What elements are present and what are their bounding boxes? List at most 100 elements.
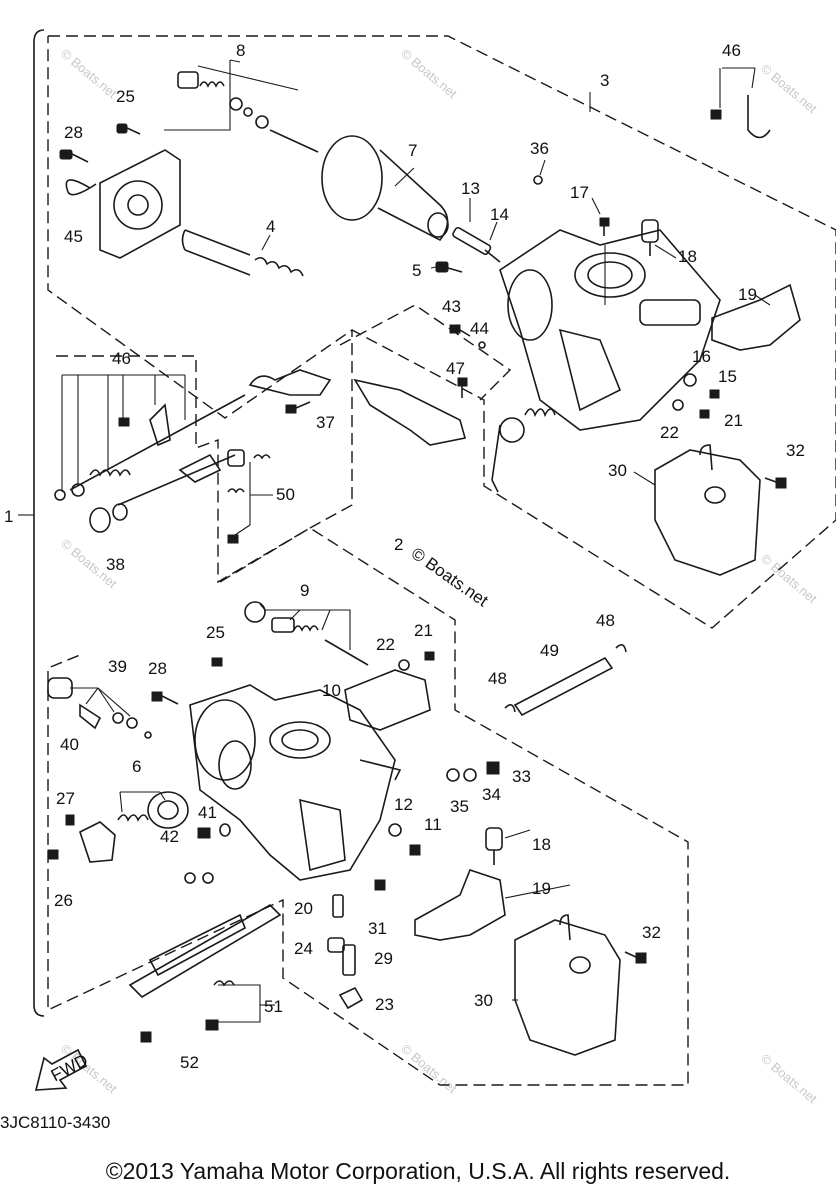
callout-4: 4 bbox=[266, 217, 275, 236]
callout-48-left: 48 bbox=[488, 669, 507, 688]
callout-46-lower: 46 bbox=[112, 349, 131, 368]
callout-29: 29 bbox=[374, 949, 393, 968]
callout-28-lower: 28 bbox=[148, 659, 167, 678]
callout-5: 5 bbox=[412, 261, 421, 280]
callout-34: 34 bbox=[482, 785, 501, 804]
callout-2-watermark: © Boats.net bbox=[408, 544, 492, 611]
upper-linkage-arm bbox=[248, 369, 332, 396]
part-52-screw bbox=[140, 1031, 152, 1043]
callout-18-upper: 18 bbox=[678, 247, 697, 266]
callout-14: 14 bbox=[490, 205, 509, 224]
part-19-lever-lower bbox=[414, 869, 506, 941]
callout-24: 24 bbox=[294, 939, 313, 958]
watermark-1: © Boats.net bbox=[58, 46, 120, 102]
assembly-bracket bbox=[33, 29, 45, 1017]
callout-13: 13 bbox=[461, 179, 480, 198]
part-7-diaphragm-piston bbox=[321, 135, 449, 242]
part-25-screw bbox=[116, 123, 141, 135]
part-cover-plate bbox=[99, 149, 181, 259]
part-39-pilot-screw bbox=[79, 703, 152, 739]
part-25-screw-lower bbox=[211, 657, 223, 667]
callout-12: 12 bbox=[394, 795, 413, 814]
part-21-22-lower-fasteners bbox=[398, 651, 435, 671]
copyright-notice: ©2013 Yamaha Motor Corporation, U.S.A. A… bbox=[105, 1158, 731, 1184]
part-45-clip bbox=[65, 179, 97, 196]
callout-2: 2 bbox=[394, 535, 403, 554]
part-43-44-screw bbox=[449, 324, 486, 349]
part-40-cap bbox=[47, 677, 73, 699]
watermark-8: © Boats.net bbox=[758, 1051, 820, 1107]
callout-35: 35 bbox=[450, 797, 469, 816]
group-2-outline bbox=[47, 527, 689, 1086]
callout-44: 44 bbox=[470, 319, 489, 338]
callout-28-upper: 28 bbox=[64, 123, 83, 142]
part-23-plug bbox=[338, 986, 364, 1010]
part-18-valve-lower bbox=[485, 827, 503, 865]
part-33-34-35 bbox=[446, 761, 500, 782]
part-31-screw bbox=[374, 879, 386, 891]
callout-48-right: 48 bbox=[596, 611, 615, 630]
part-code: 3JC8110-3430 bbox=[0, 1113, 110, 1132]
upper-carburetor-body bbox=[499, 229, 721, 431]
linkage-outline bbox=[56, 330, 353, 584]
callout-30-lower: 30 bbox=[474, 991, 493, 1010]
part-15-16-21-22-fasteners bbox=[672, 373, 720, 419]
callout-20: 20 bbox=[294, 899, 313, 918]
callout-38: 38 bbox=[106, 555, 125, 574]
callout-46-upper: 46 bbox=[722, 41, 741, 60]
callout-51: 51 bbox=[264, 997, 283, 1016]
part-37-screw bbox=[285, 401, 311, 414]
callout-16: 16 bbox=[692, 347, 711, 366]
part-32-screw-lower bbox=[624, 951, 647, 964]
callout-23: 23 bbox=[375, 995, 394, 1014]
group-3-outline bbox=[47, 35, 836, 629]
callout-6: 6 bbox=[132, 757, 141, 776]
part-36-clip bbox=[533, 175, 543, 185]
callout-52: 52 bbox=[180, 1053, 199, 1072]
callout-7: 7 bbox=[408, 141, 417, 160]
callout-47: 47 bbox=[446, 359, 465, 378]
callout-labels: 1 2 3 4 5 6 7 8 9 10 11 12 13 14 15 16 1… bbox=[4, 41, 805, 1072]
callout-41: 41 bbox=[198, 803, 217, 822]
callout-33: 33 bbox=[512, 767, 531, 786]
part-8-needle-kit bbox=[177, 65, 319, 153]
watermark-5: © Boats.net bbox=[758, 551, 820, 607]
callout-22-upper: 22 bbox=[660, 423, 679, 442]
part-28-screw-lower bbox=[151, 691, 179, 705]
part-10-link bbox=[344, 669, 431, 731]
part-17-screw bbox=[599, 217, 610, 236]
callout-40: 40 bbox=[60, 735, 79, 754]
callout-8: 8 bbox=[236, 41, 245, 60]
callout-36: 36 bbox=[530, 139, 549, 158]
part-4-spring bbox=[181, 229, 304, 277]
leader-lines bbox=[61, 59, 771, 1023]
callout-18-lower: 18 bbox=[532, 835, 551, 854]
callout-19-lower: 19 bbox=[532, 879, 551, 898]
callout-19-upper: 19 bbox=[738, 285, 757, 304]
callout-3: 3 bbox=[600, 71, 609, 90]
callout-1: 1 bbox=[4, 507, 13, 526]
callout-32-lower: 32 bbox=[642, 923, 661, 942]
part-46-upper-screw bbox=[710, 95, 771, 139]
part-30-float-bowl-lower bbox=[514, 914, 621, 1056]
callout-10: 10 bbox=[322, 681, 341, 700]
callout-30-upper: 30 bbox=[608, 461, 627, 480]
part-28-screw bbox=[59, 149, 89, 163]
part-19-lever-upper bbox=[711, 283, 801, 351]
part-6-accelerator-pump bbox=[117, 791, 189, 829]
watermark-2: © Boats.net bbox=[398, 46, 460, 102]
part-5-screw bbox=[435, 261, 463, 273]
part-18-valve-upper bbox=[641, 219, 659, 256]
callout-26: 26 bbox=[54, 891, 73, 910]
part-48-clips bbox=[504, 644, 627, 713]
callout-39: 39 bbox=[108, 657, 127, 676]
callout-21-lower: 21 bbox=[414, 621, 433, 640]
part-49-fuel-pipe bbox=[513, 656, 614, 717]
part-11-12-fasteners bbox=[388, 823, 421, 856]
callout-45: 45 bbox=[64, 227, 83, 246]
part-9-needle-kit bbox=[244, 601, 369, 666]
callout-11: 11 bbox=[424, 815, 442, 834]
fuel-pipe-bracket bbox=[353, 378, 467, 446]
callout-9: 9 bbox=[300, 581, 309, 600]
